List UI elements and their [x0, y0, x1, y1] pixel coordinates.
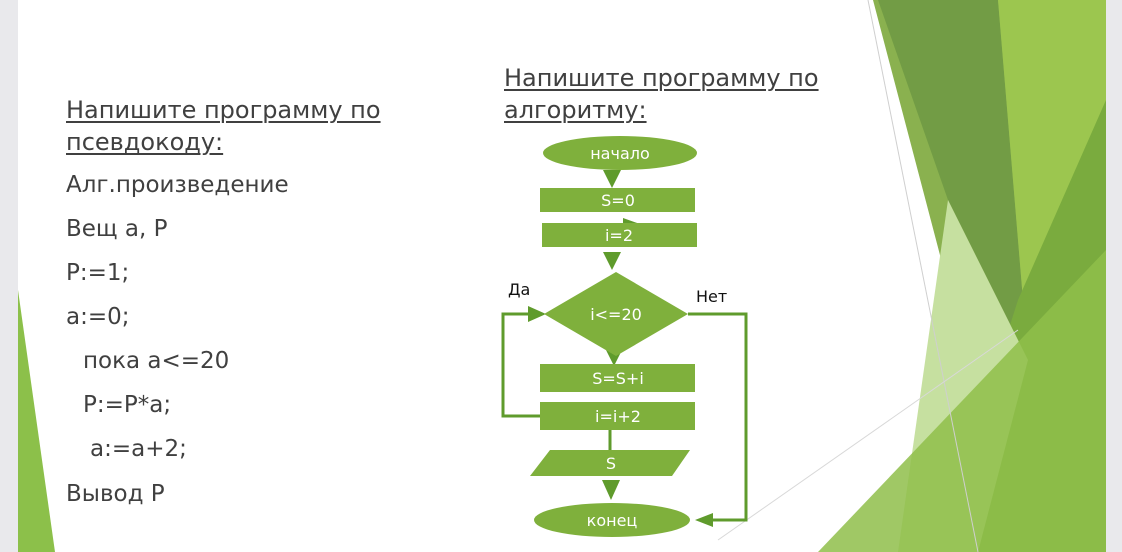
- end-label: конец: [587, 511, 638, 530]
- code-line: P:=P*a;: [83, 392, 172, 418]
- code-line: a:=a+2;: [90, 436, 187, 462]
- code-line: Вывод P: [66, 481, 165, 507]
- no-label: Нет: [696, 287, 727, 306]
- s-init-label: S=0: [601, 191, 635, 210]
- yes-label: Да: [508, 280, 530, 299]
- slide-background-decoration: [18, 0, 1106, 552]
- body-block: [540, 364, 695, 392]
- heading-line: алгоритму:: [504, 96, 647, 124]
- condition-diamond: [544, 272, 688, 356]
- increment-label: i=i+2: [595, 407, 641, 426]
- heading-line: псевдокоду:: [66, 128, 224, 156]
- end-terminal: [534, 503, 690, 537]
- start-terminal: [543, 136, 697, 170]
- i-init-block: [542, 223, 697, 247]
- start-label: начало: [590, 144, 650, 163]
- body-label: S=S+i: [592, 369, 644, 388]
- left-green-wedge: [18, 290, 55, 552]
- code-line: пока a<=20: [83, 348, 230, 374]
- code-line: P:=1;: [66, 260, 130, 286]
- i-init-label: i=2: [605, 226, 633, 245]
- heading-line: Напишите программу по: [504, 64, 819, 92]
- output-parallelogram: [530, 450, 690, 476]
- output-label: S: [606, 454, 616, 473]
- code-line: a:=0;: [66, 304, 130, 330]
- heading-line: Напишите программу по: [66, 96, 381, 124]
- s-init-block: [540, 188, 695, 212]
- slide: Напишите программу по псевдокоду: Алг.пр…: [18, 0, 1106, 552]
- flowchart: начало S=0 i=2 i<=20 S=S+i i=i+2 S конец…: [501, 136, 748, 537]
- right-heading: Напишите программу по алгоритму:: [504, 62, 819, 126]
- increment-block: [540, 402, 695, 430]
- code-line: Вещ a, P: [66, 216, 168, 242]
- code-line: Алг.произведение: [66, 172, 289, 198]
- condition-label: i<=20: [590, 305, 642, 324]
- left-heading: Напишите программу по псевдокоду:: [66, 94, 381, 158]
